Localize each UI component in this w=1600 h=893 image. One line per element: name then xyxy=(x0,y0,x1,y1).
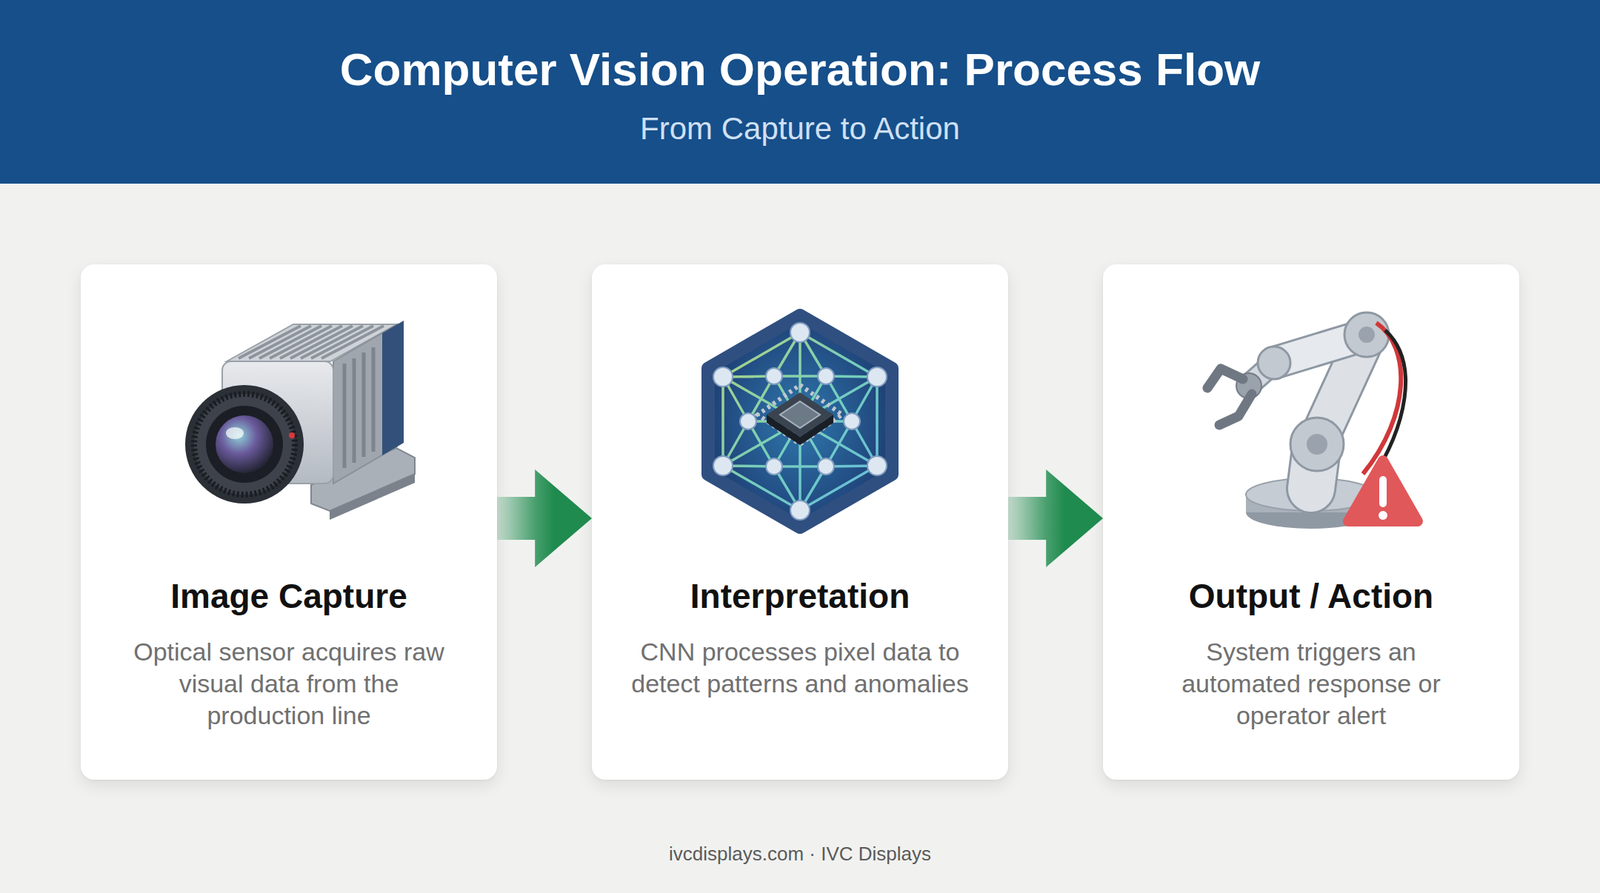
card-heading: Image Capture xyxy=(125,575,453,618)
page-title: Computer Vision Operation: Process Flow xyxy=(0,42,1600,97)
card-description: System triggers an automated response or… xyxy=(1147,636,1475,732)
subtitle: From Capture to Action xyxy=(0,109,1600,149)
flow-arrow xyxy=(497,469,592,568)
flow-arrow xyxy=(1008,469,1103,568)
footer-note: ivcdisplays.com · IVC Displays xyxy=(0,842,1600,866)
card-heading: Output / Action xyxy=(1147,575,1475,618)
card-description: Optical sensor acquires raw visual data … xyxy=(125,636,453,732)
camera-illustration xyxy=(185,320,415,520)
process-card: Image CaptureOptical sensor acquires raw… xyxy=(80,264,498,780)
card-description: CNN processes pixel data to detect patte… xyxy=(614,636,986,700)
robot-arm-illustration xyxy=(1207,312,1418,529)
process-card: Output / ActionSystem triggers an automa… xyxy=(1102,264,1520,780)
process-card: InterpretationCNN processes pixel data t… xyxy=(591,264,1009,780)
card-heading: Interpretation xyxy=(614,575,986,618)
neural-network-illustration xyxy=(708,315,892,528)
